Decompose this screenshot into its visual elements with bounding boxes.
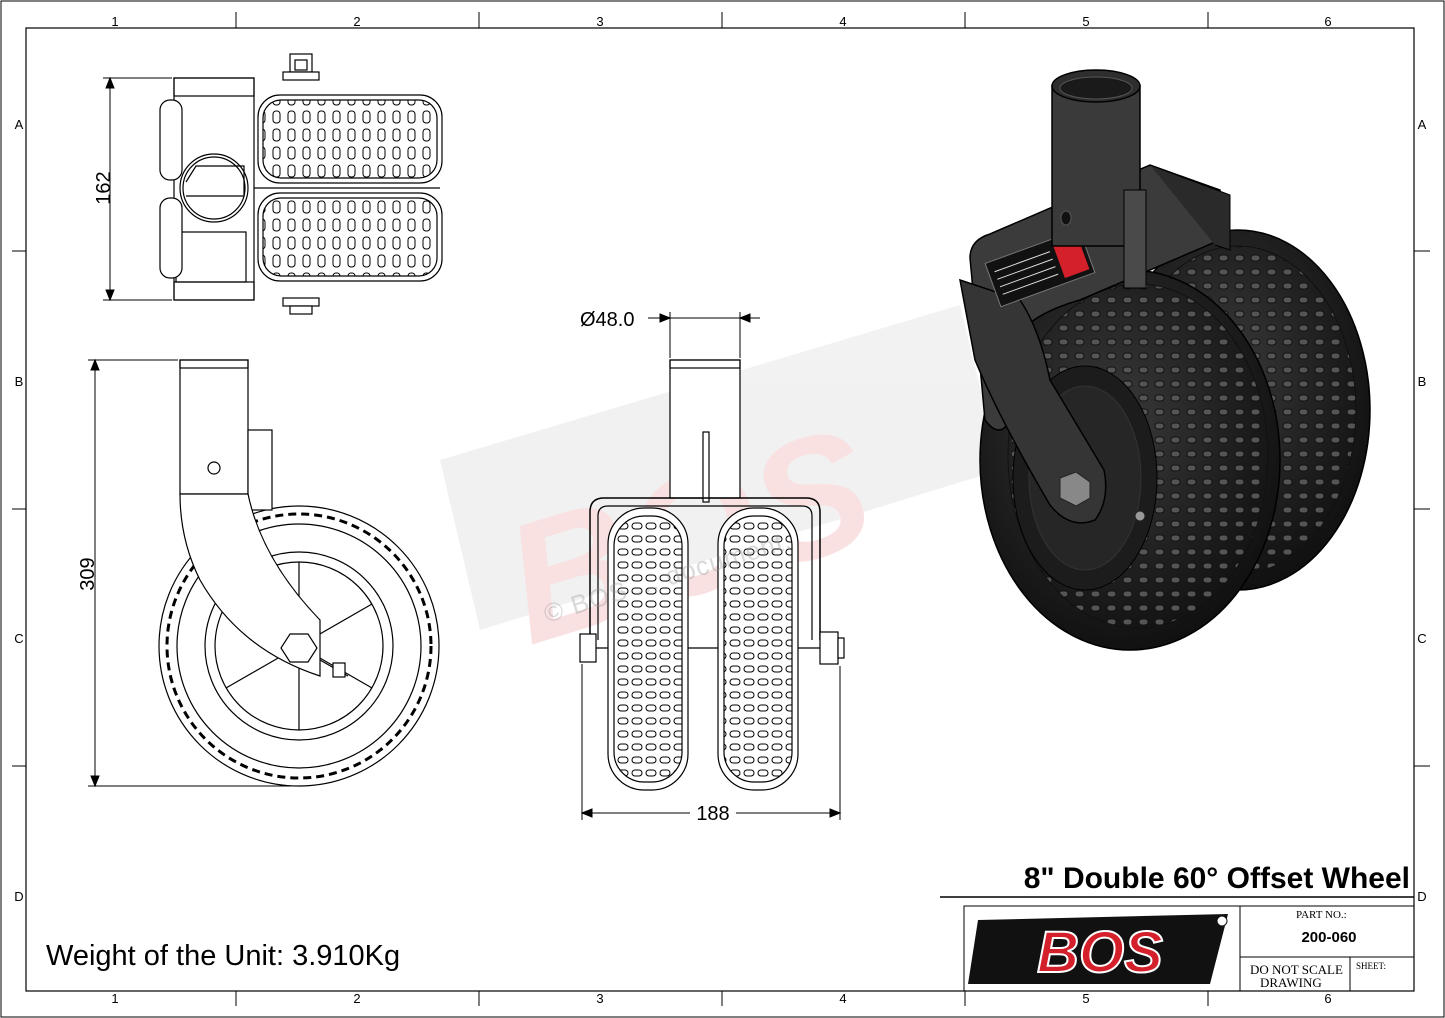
do-not-scale-line2: DRAWING bbox=[1260, 975, 1322, 990]
row-label-a: A bbox=[15, 117, 24, 132]
column-label-4: 4 bbox=[839, 14, 846, 29]
dimension-tube-diameter bbox=[648, 312, 760, 358]
unit-weight: Weight of the Unit: 3.910Kg bbox=[46, 940, 401, 972]
column-label-2: 2 bbox=[353, 991, 360, 1006]
row-label-c: C bbox=[1417, 631, 1426, 646]
dimension-tube-diameter-label: Ø48.0 bbox=[580, 309, 634, 331]
dimension-top-height-label: 162 bbox=[93, 171, 115, 204]
row-labels-left: A B C D bbox=[14, 117, 23, 904]
front-view bbox=[579, 359, 845, 791]
dimension-front-width bbox=[580, 664, 842, 820]
column-label-3: 3 bbox=[596, 991, 603, 1006]
bos-logo-text: BOS bbox=[1037, 920, 1163, 985]
dimension-front-width-label: 188 bbox=[696, 803, 729, 825]
drawing-title: 8" Double 60° Offset Wheel bbox=[1023, 862, 1410, 895]
column-label-4: 4 bbox=[839, 991, 846, 1006]
column-labels-bottom: 1 2 3 4 5 6 bbox=[111, 991, 1331, 1006]
dimension-top-height bbox=[103, 76, 172, 302]
column-label-1: 1 bbox=[111, 14, 118, 29]
side-view bbox=[158, 359, 440, 787]
row-label-b: B bbox=[15, 374, 24, 389]
column-label-3: 3 bbox=[596, 14, 603, 29]
part-no-value: 200-060 bbox=[1301, 929, 1357, 946]
part-no-label: PART NO.: bbox=[1296, 909, 1347, 921]
row-label-c: C bbox=[14, 631, 23, 646]
row-label-d: D bbox=[1417, 889, 1426, 904]
row-labels-right: A B C D bbox=[1417, 117, 1426, 904]
title-block bbox=[940, 896, 1415, 992]
column-label-6: 6 bbox=[1324, 991, 1331, 1006]
dimension-side-height-label: 309 bbox=[77, 557, 99, 590]
top-view bbox=[159, 53, 443, 315]
column-label-5: 5 bbox=[1082, 14, 1089, 29]
bos-logo: BOS bbox=[968, 914, 1228, 986]
do-not-scale-line1: DO NOT SCALE bbox=[1250, 962, 1343, 977]
row-label-b: B bbox=[1418, 374, 1427, 389]
dimension-side-height bbox=[88, 358, 296, 788]
column-label-1: 1 bbox=[111, 991, 118, 1006]
row-label-d: D bbox=[14, 889, 23, 904]
render-3d-view bbox=[959, 69, 1371, 651]
row-label-a: A bbox=[1418, 117, 1427, 132]
sheet-label: SHEET: bbox=[1356, 961, 1387, 971]
column-label-5: 5 bbox=[1082, 991, 1089, 1006]
column-label-2: 2 bbox=[353, 14, 360, 29]
column-labels-top: 1 2 3 4 5 6 bbox=[111, 14, 1331, 29]
column-label-6: 6 bbox=[1324, 14, 1331, 29]
